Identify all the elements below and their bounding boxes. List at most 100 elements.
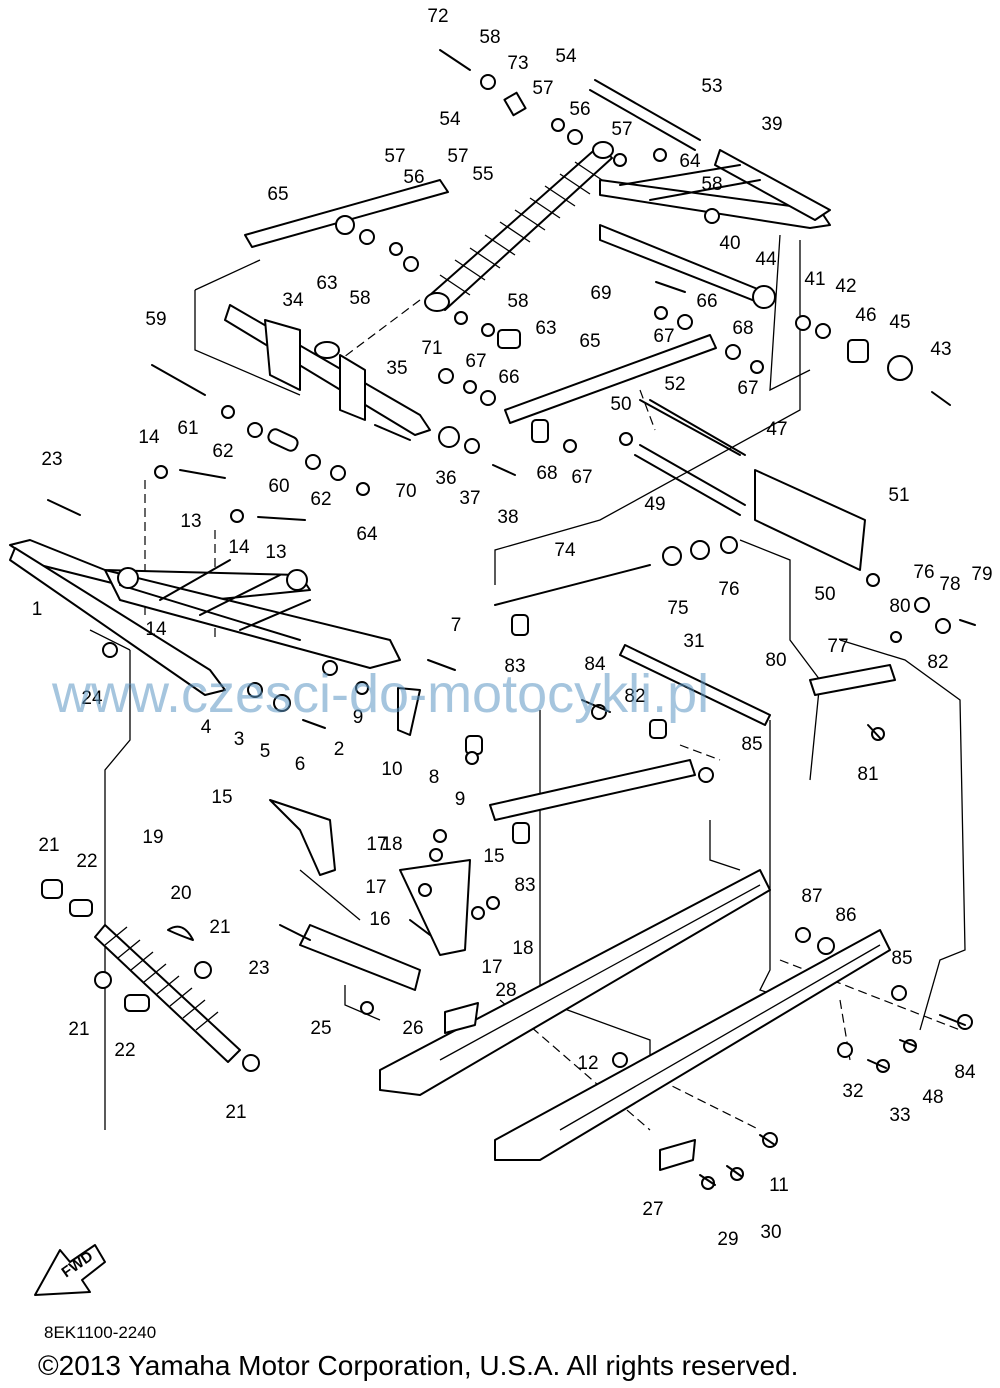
callout-12: 12 <box>577 1053 598 1074</box>
callout-62: 62 <box>310 489 331 510</box>
callout-6: 6 <box>295 754 306 775</box>
callout-57: 57 <box>611 119 632 140</box>
callout-69: 69 <box>590 283 611 304</box>
callout-76: 76 <box>913 562 934 583</box>
callout-50: 50 <box>814 584 835 605</box>
callout-64: 64 <box>356 524 378 545</box>
callout-21: 21 <box>38 835 59 856</box>
callout-70: 70 <box>395 481 416 502</box>
callout-62: 62 <box>212 441 233 462</box>
callout-75: 75 <box>667 598 688 619</box>
callout-44: 44 <box>755 249 777 270</box>
callout-53: 53 <box>701 76 722 97</box>
callout-58: 58 <box>701 174 722 195</box>
callout-17: 17 <box>481 957 502 978</box>
callout-82: 82 <box>927 652 948 673</box>
callout-80: 80 <box>765 650 786 671</box>
callout-18: 18 <box>512 938 533 959</box>
callout-11: 11 <box>769 1175 789 1196</box>
callout-82: 82 <box>624 686 645 707</box>
callout-14: 14 <box>145 619 167 640</box>
callout-63: 63 <box>535 318 556 339</box>
callout-35: 35 <box>386 358 407 379</box>
callout-42: 42 <box>835 276 856 297</box>
callout-57: 57 <box>447 146 468 167</box>
callout-57: 57 <box>532 78 553 99</box>
callout-2: 2 <box>334 739 345 760</box>
fwd-arrow-icon: FWD <box>34 1244 106 1296</box>
callout-45: 45 <box>889 312 910 333</box>
callout-1: 1 <box>32 599 43 620</box>
callout-32: 32 <box>842 1081 863 1102</box>
callout-55: 55 <box>472 164 493 185</box>
callout-68: 68 <box>536 463 557 484</box>
callout-25: 25 <box>310 1018 331 1039</box>
callout-67: 67 <box>653 326 674 347</box>
callout-14: 14 <box>138 427 160 448</box>
callout-21: 21 <box>225 1102 246 1123</box>
callout-73: 73 <box>507 53 528 74</box>
callout-21: 21 <box>68 1019 89 1040</box>
callout-54: 54 <box>439 109 461 130</box>
callout-34: 34 <box>282 290 304 311</box>
callout-51: 51 <box>888 485 909 506</box>
callout-13: 13 <box>180 511 201 532</box>
callout-80: 80 <box>889 596 910 617</box>
callout-22: 22 <box>114 1040 135 1061</box>
rods-and-links <box>244 79 896 821</box>
callout-60: 60 <box>268 476 289 497</box>
callout-67: 67 <box>465 351 486 372</box>
callout-67: 67 <box>737 378 758 399</box>
callout-10: 10 <box>381 759 402 780</box>
callout-16: 16 <box>369 909 390 930</box>
callout-54: 54 <box>555 46 577 67</box>
callout-17: 17 <box>365 877 386 898</box>
callout-46: 46 <box>855 305 876 326</box>
reference-lines <box>89 234 966 1130</box>
callout-66: 66 <box>696 291 717 312</box>
callout-56: 56 <box>569 99 590 120</box>
callout-67: 67 <box>571 467 592 488</box>
callout-77: 77 <box>827 636 848 657</box>
callout-27: 27 <box>642 1199 663 1220</box>
callout-52: 52 <box>664 374 685 395</box>
callout-48: 48 <box>922 1087 943 1108</box>
rear-shock-absorber <box>424 141 614 312</box>
callout-87: 87 <box>801 886 822 907</box>
copyright-notice: ©2013 Yamaha Motor Corporation, U.S.A. A… <box>38 1350 798 1381</box>
callout-29: 29 <box>717 1229 738 1250</box>
lower-front-arm <box>269 799 471 991</box>
callout-17: 17 <box>366 834 387 855</box>
callout-78: 78 <box>939 574 960 595</box>
rear-arm <box>599 149 831 306</box>
callout-79: 79 <box>971 564 992 585</box>
callout-58: 58 <box>479 27 500 48</box>
small-parts <box>41 74 973 1190</box>
front-arm-frame <box>9 539 401 696</box>
callout-43: 43 <box>930 339 951 360</box>
callout-13: 13 <box>265 542 286 563</box>
callout-41: 41 <box>804 269 825 290</box>
callout-38: 38 <box>497 507 518 528</box>
callout-23: 23 <box>248 958 269 979</box>
callout-3: 3 <box>234 729 245 750</box>
callout-18: 18 <box>381 834 402 855</box>
bolts <box>47 49 976 1186</box>
callout-61: 61 <box>177 418 198 439</box>
callout-15: 15 <box>211 787 232 808</box>
callout-58: 58 <box>507 291 528 312</box>
callout-14: 14 <box>228 537 250 558</box>
watermark: www.czesci-do-motocykli.pl <box>51 664 709 724</box>
callout-85: 85 <box>741 734 762 755</box>
callout-15: 15 <box>483 846 504 867</box>
callout-9: 9 <box>353 707 364 728</box>
callout-31: 31 <box>683 631 704 652</box>
callout-7: 7 <box>451 615 462 636</box>
callout-59: 59 <box>145 309 166 330</box>
callout-8: 8 <box>429 767 440 788</box>
callout-65: 65 <box>579 331 600 352</box>
callout-5: 5 <box>260 741 271 762</box>
callout-39: 39 <box>761 114 782 135</box>
